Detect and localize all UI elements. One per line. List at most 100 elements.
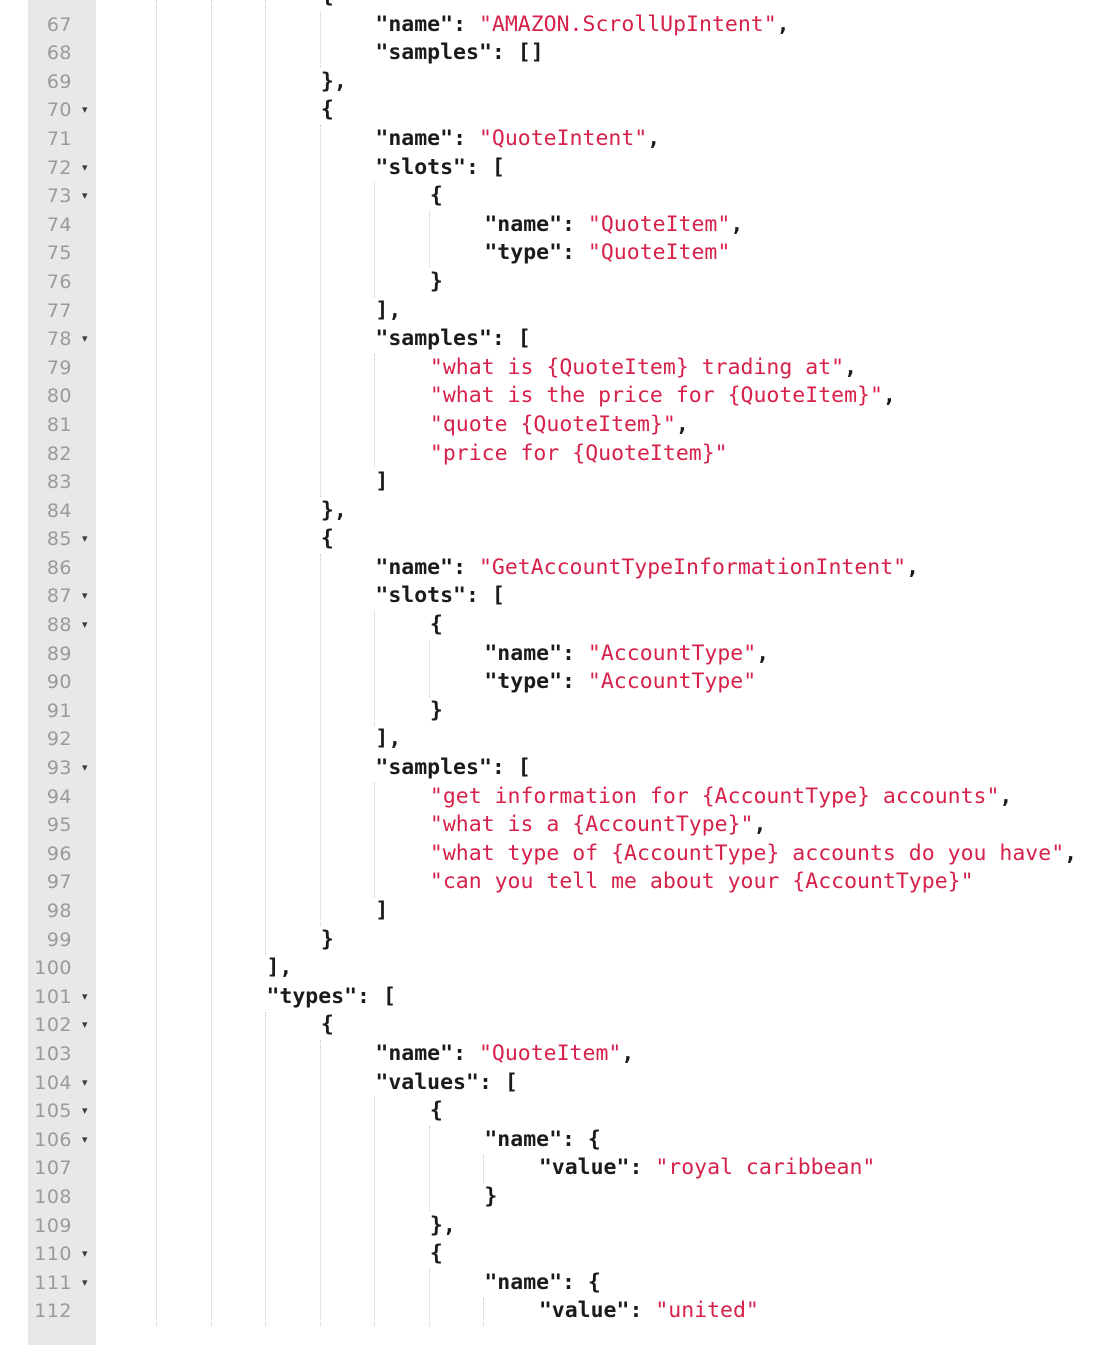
fold-toggle-icon[interactable]: ▾ [81, 618, 89, 632]
fold-toggle-icon[interactable]: ▾ [81, 189, 89, 203]
code-line[interactable]: "what is the price for {QuoteItem}", [0, 382, 1100, 411]
line-number[interactable]: 92▾ [46, 728, 72, 751]
line-number[interactable]: 78▾ [28, 325, 96, 354]
line-number[interactable]: 70▾ [28, 96, 96, 125]
code-line[interactable]: "name": "QuoteItem", [0, 1040, 1100, 1069]
code-line[interactable]: "samples": [] [0, 39, 1100, 68]
line-number[interactable]: 67▾ [46, 13, 72, 36]
line-number[interactable]: 106▾ [28, 1126, 96, 1155]
line-number[interactable]: 111▾ [28, 1269, 96, 1298]
line-number[interactable]: 68▾ [46, 42, 72, 65]
code-line[interactable]: "types": [ [0, 983, 1100, 1012]
code-line[interactable]: "what is a {AccountType}", [0, 811, 1100, 840]
line-number[interactable]: 98▾ [46, 900, 72, 922]
line-number-gutter[interactable]: ▾ 67▾ 68▾ 69▾ 70▾71▾ 72▾73▾74▾ 75▾ 76▾ 77▾ 78▾79▾… [28, 0, 96, 1345]
line-number[interactable]: 103▾ [34, 1042, 72, 1065]
code-line[interactable]: ], [0, 725, 1100, 754]
line-number[interactable]: 112▾ [34, 1300, 72, 1323]
code-line[interactable]: { [0, 1011, 1100, 1040]
line-number[interactable]: 91▾ [46, 699, 72, 722]
code-line[interactable]: }, [0, 68, 1100, 97]
line-number[interactable]: 93▾ [28, 754, 96, 783]
code-line[interactable]: "name": "QuoteItem", [0, 211, 1100, 240]
code-line[interactable]: { [0, 96, 1100, 125]
code-line[interactable]: "can you tell me about your {AccountType… [0, 868, 1100, 897]
code-line[interactable]: { [0, 611, 1100, 640]
line-number[interactable]: 81▾ [46, 413, 72, 436]
code-line[interactable]: "name": "AMAZON.ScrollUpIntent", [0, 11, 1100, 40]
fold-toggle-icon[interactable]: ▾ [81, 332, 89, 346]
fold-toggle-icon[interactable]: ▾ [81, 761, 89, 775]
line-number[interactable]: 88▾ [28, 611, 96, 640]
code-line[interactable]: "value": "united" [0, 1297, 1100, 1326]
code-line[interactable]: "name": { [0, 1126, 1100, 1155]
code-line[interactable]: "slots": [ [0, 582, 1100, 611]
code-line[interactable]: "values": [ [0, 1069, 1100, 1098]
line-number[interactable]: 89▾ [46, 642, 72, 665]
code-line[interactable]: } [0, 268, 1100, 297]
code-line[interactable]: { [0, 1240, 1100, 1269]
line-number[interactable]: 100▾ [34, 957, 72, 980]
fold-toggle-icon[interactable]: ▾ [81, 1247, 89, 1261]
code-line[interactable]: { [0, 1097, 1100, 1126]
line-number[interactable]: 83▾ [46, 471, 72, 494]
code-line[interactable]: "samples": [ [0, 754, 1100, 783]
line-number[interactable]: 95▾ [46, 814, 72, 837]
fold-toggle-icon[interactable]: ▾ [81, 160, 89, 174]
fold-toggle-icon[interactable]: ▾ [81, 103, 89, 117]
line-number[interactable]: 97▾ [46, 871, 72, 894]
code-line[interactable]: "price for {QuoteItem}" [0, 440, 1100, 469]
line-number[interactable]: 94▾ [46, 785, 72, 808]
code-line[interactable]: "what type of {AccountType} accounts do … [0, 840, 1100, 869]
code-line[interactable]: }, [0, 1212, 1100, 1241]
fold-toggle-icon[interactable]: ▾ [81, 1104, 89, 1118]
code-line[interactable]: { [0, 525, 1100, 554]
line-number[interactable]: 77▾ [46, 299, 72, 322]
fold-toggle-icon[interactable]: ▾ [81, 1075, 89, 1089]
line-number[interactable]: 71▾ [46, 127, 72, 150]
code-line[interactable]: "what is {QuoteItem} trading at", [0, 354, 1100, 383]
line-number[interactable]: 73▾ [28, 182, 96, 211]
fold-toggle-icon[interactable]: ▾ [81, 589, 89, 603]
line-number[interactable]: 110▾ [28, 1240, 96, 1269]
line-number[interactable]: 99▾ [46, 928, 72, 951]
code-line[interactable]: "samples": [ [0, 325, 1100, 354]
line-number[interactable]: 105▾ [28, 1097, 96, 1126]
line-number[interactable]: 96▾ [46, 842, 72, 865]
line-number[interactable]: 72▾ [28, 154, 96, 183]
code-line[interactable]: } [0, 697, 1100, 726]
code-line[interactable]: "slots": [ [0, 154, 1100, 183]
line-number[interactable]: 86▾ [46, 556, 72, 579]
line-number[interactable]: 80▾ [46, 385, 72, 408]
code-line[interactable]: "type": "QuoteItem" [0, 239, 1100, 268]
code-line[interactable]: "value": "royal caribbean" [0, 1154, 1100, 1183]
line-number[interactable]: 69▾ [46, 70, 72, 93]
fold-toggle-icon[interactable]: ▾ [81, 1275, 89, 1289]
code-line[interactable]: }, [0, 497, 1100, 526]
code-line[interactable]: "name": "AccountType", [0, 640, 1100, 669]
line-number[interactable]: 87▾ [28, 582, 96, 611]
code-line[interactable]: ], [0, 297, 1100, 326]
code-line[interactable]: { [0, 0, 1100, 11]
code-line[interactable]: ] [0, 468, 1100, 497]
line-number[interactable]: 90▾ [46, 671, 72, 694]
fold-toggle-icon[interactable]: ▾ [81, 532, 89, 546]
code-line[interactable]: "name": "QuoteIntent", [0, 125, 1100, 154]
code-line[interactable]: "quote {QuoteItem}", [0, 411, 1100, 440]
line-number[interactable]: 101▾ [28, 983, 96, 1012]
line-number[interactable]: 79▾ [46, 356, 72, 379]
line-number[interactable]: 76▾ [46, 270, 72, 293]
code-line[interactable]: { [0, 182, 1100, 211]
line-number[interactable]: 109▾ [34, 1214, 72, 1237]
line-number[interactable]: 102▾ [28, 1011, 96, 1040]
line-number[interactable]: 75▾ [46, 242, 72, 265]
line-number[interactable]: 74▾ [46, 213, 72, 236]
line-number[interactable]: 107▾ [34, 1157, 72, 1180]
code-line[interactable]: } [0, 926, 1100, 955]
code-line[interactable]: "name": "GetAccountTypeInformationIntent… [0, 554, 1100, 583]
line-number[interactable]: 104▾ [28, 1069, 96, 1098]
line-number[interactable]: 82▾ [46, 442, 72, 465]
code-line[interactable]: ] [0, 897, 1100, 926]
line-number[interactable]: 84▾ [46, 499, 72, 522]
